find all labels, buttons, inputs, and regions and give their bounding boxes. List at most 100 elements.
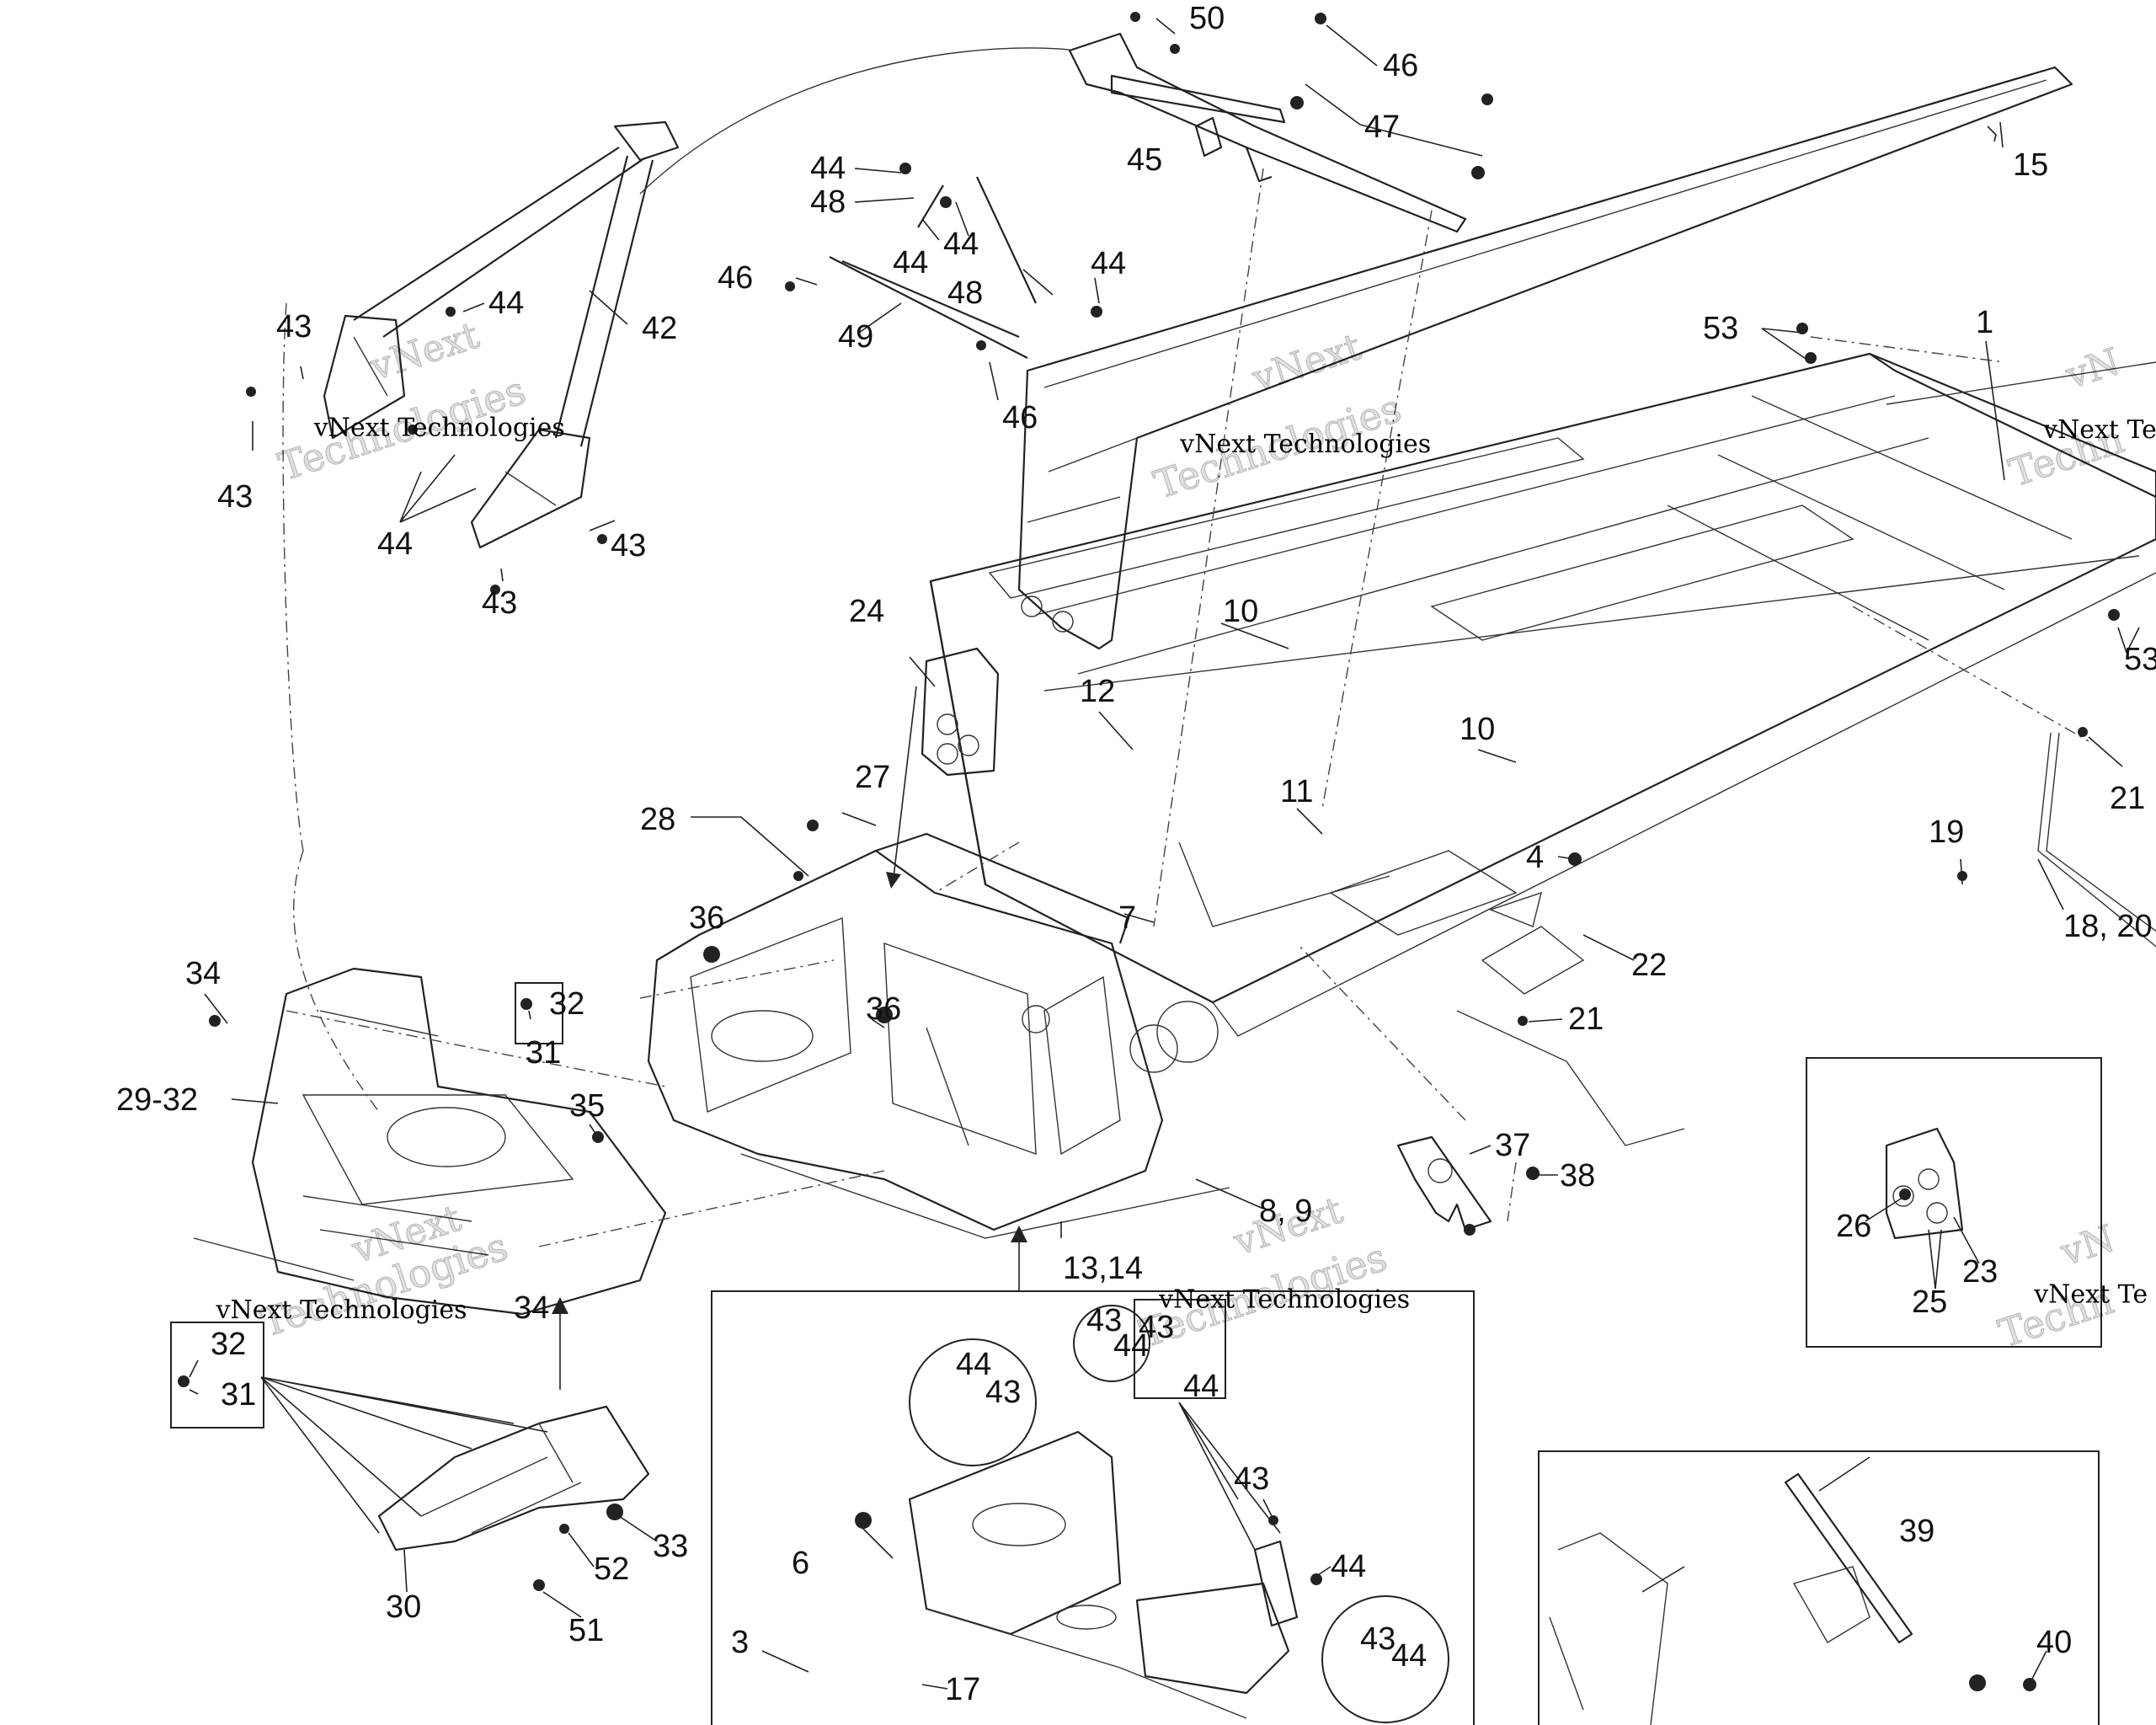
part-label-38: 38 <box>1560 1158 1595 1194</box>
leader-lines <box>189 18 2140 1690</box>
part-label-43: 43 <box>1360 1621 1396 1657</box>
part-label-36: 36 <box>866 991 901 1027</box>
bracket-24 <box>921 647 1000 777</box>
watermark-1-line2: vNext Technologies <box>313 413 565 442</box>
running-board-rail <box>1456 732 2156 1146</box>
part-label-4: 4 <box>1526 840 1544 875</box>
part-label-1: 1 <box>1976 305 1993 340</box>
watermark-6-line2: vNext Te <box>2033 1280 2148 1310</box>
part-label-11: 11 <box>1280 774 1313 809</box>
part-label-46: 46 <box>1002 400 1038 435</box>
part-label-24: 24 <box>849 594 884 629</box>
part-label-19: 19 <box>1929 814 1964 850</box>
detail-box-lower-frame <box>711 1290 1475 1725</box>
bracket-30 <box>377 1405 650 1551</box>
lower-frame-detail <box>908 1430 1299 1719</box>
part-label-3: 3 <box>731 1625 749 1660</box>
part-label-27: 27 <box>855 760 890 795</box>
part-label-52: 52 <box>594 1551 629 1587</box>
part-label-34: 34 <box>514 1290 549 1326</box>
part-label-30: 30 <box>386 1589 421 1625</box>
watermark-3-line1: vN <box>2060 340 2125 398</box>
part-label-17: 17 <box>945 1672 980 1707</box>
part-label-43: 43 <box>1234 1461 1269 1497</box>
part-label-23: 23 <box>1962 1254 1998 1290</box>
part-label-40: 40 <box>2036 1625 2072 1660</box>
part-label-18-20: 18, 20 <box>2063 909 2153 944</box>
part-label-42: 42 <box>642 311 677 346</box>
part-label-21: 21 <box>1568 1001 1604 1037</box>
part-label-46: 46 <box>1383 48 1418 83</box>
part-label-35: 35 <box>569 1088 605 1124</box>
watermark-2-line1: vNext <box>1246 325 1366 401</box>
watermark-6: vN vNext Te Techn <box>1993 1216 2148 1357</box>
part-label-37: 37 <box>1495 1128 1530 1163</box>
part-label-7: 7 <box>1118 900 1136 936</box>
part-label-43: 43 <box>1086 1303 1122 1338</box>
part-label-44: 44 <box>1091 246 1126 281</box>
watermark-4-line2: vNext Technologies <box>216 1295 467 1325</box>
part-label-43: 43 <box>611 528 646 563</box>
part-label-15: 15 <box>2013 147 2048 183</box>
fastener-box-31-32-lower <box>170 1322 264 1429</box>
front-bracket-29-32 <box>251 967 667 1316</box>
fasteners <box>178 12 2120 1691</box>
part-label-25: 25 <box>1912 1284 1947 1320</box>
part-label-44: 44 <box>1391 1638 1427 1674</box>
steering-support-arms <box>323 120 680 549</box>
part-label-31: 31 <box>221 1377 256 1413</box>
part-label-33: 33 <box>653 1529 688 1564</box>
part-label-43: 43 <box>482 585 517 621</box>
part-label-39: 39 <box>1899 1514 1935 1549</box>
part-label-34: 34 <box>185 956 221 991</box>
arrows <box>552 686 1685 1593</box>
part-label-45: 45 <box>1127 142 1162 178</box>
part-label-22: 22 <box>1631 948 1667 983</box>
watermark-4: vNext vNext Technologies Technologies <box>216 1196 514 1346</box>
part-label-49: 49 <box>838 319 873 355</box>
watermark-6-line1: vN <box>2055 1217 2120 1274</box>
tunnel-frame <box>929 352 2156 1037</box>
part-label-10: 10 <box>1223 594 1258 629</box>
detail-circle-43-44-b <box>909 1338 1037 1466</box>
part-label-46: 46 <box>718 260 753 296</box>
watermark-3-line2: vNext Te <box>2042 415 2156 445</box>
part-label-48: 48 <box>810 184 846 220</box>
part-label-50: 50 <box>1189 1 1225 36</box>
part-label-21: 21 <box>2110 781 2145 816</box>
part-label-43: 43 <box>1139 1310 1174 1345</box>
part-label-44: 44 <box>943 227 979 262</box>
part-label-53: 53 <box>1703 311 1738 346</box>
assembly-lines <box>193 47 2089 1281</box>
part-label-6: 6 <box>792 1546 809 1581</box>
part-label-44: 44 <box>488 286 524 321</box>
part-label-44: 44 <box>956 1347 991 1382</box>
upper-column-support <box>829 32 1467 359</box>
detail-box-rear-link <box>1538 1450 2100 1725</box>
part-label-53: 53 <box>2124 642 2156 677</box>
bracket-37 <box>1396 1135 1492 1231</box>
fastener-box-43-44 <box>1134 1299 1226 1399</box>
part-label-44: 44 <box>810 151 846 186</box>
tunnel-cover <box>1017 66 2073 650</box>
part-label-44: 44 <box>1331 1549 1366 1584</box>
part-label-51: 51 <box>568 1613 604 1648</box>
part-label-43: 43 <box>276 309 312 344</box>
part-label-44: 44 <box>893 245 928 280</box>
part-label-43: 43 <box>217 479 253 515</box>
part-labels: 50 46 47 15 44 48 44 44 45 46 48 44 49 4… <box>116 1 2156 1707</box>
watermark-3: vN vNext Te Techn <box>2004 339 2156 496</box>
watermark-5-line2: vNext Technologies <box>1158 1285 1410 1315</box>
bracket-23-detail <box>1885 1127 1964 1240</box>
watermark-1-line1: vNext <box>365 314 484 390</box>
fastener-box-31-32-upper <box>515 982 563 1044</box>
part-label-28: 28 <box>640 802 675 837</box>
detail-circle-43-44-c <box>1321 1595 1449 1723</box>
detail-box-bracket-23 <box>1806 1057 2102 1348</box>
part-label-44: 44 <box>1183 1369 1219 1404</box>
detail-circle-43-44-a <box>1073 1305 1150 1382</box>
part-label-44: 44 <box>1113 1328 1149 1364</box>
part-label-43: 43 <box>985 1375 1021 1410</box>
rear-link-detail <box>1549 1472 1913 1725</box>
watermark-2-line2: vNext Technologies <box>1179 430 1431 459</box>
